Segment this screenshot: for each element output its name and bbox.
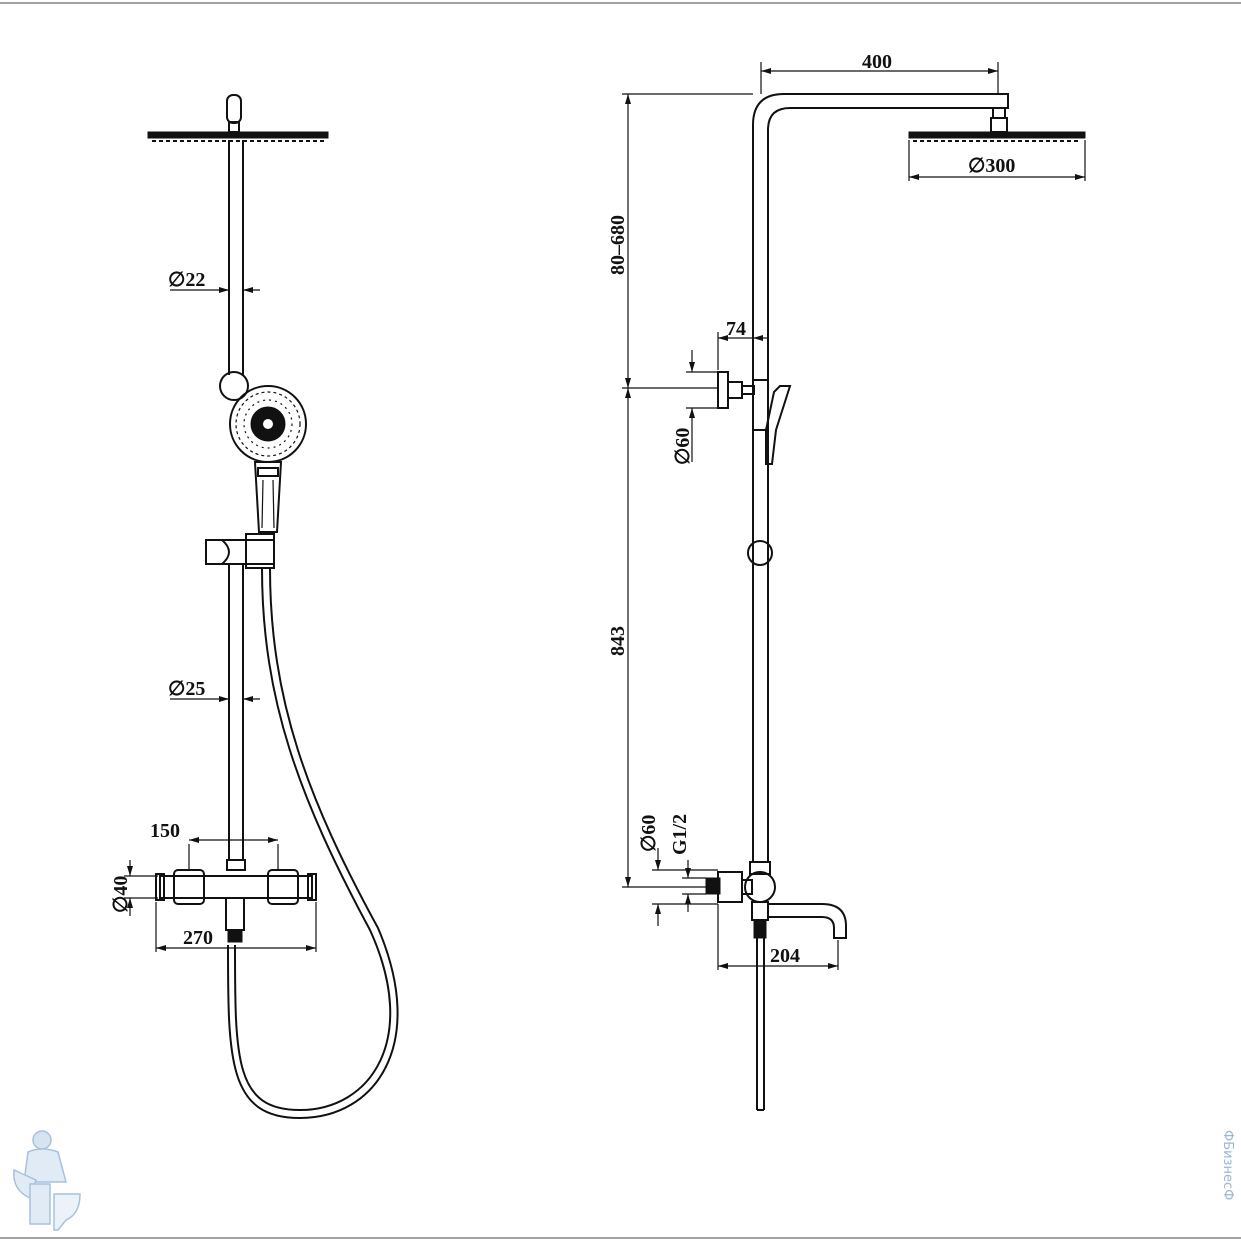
front-dim-rod-upper: ∅22 bbox=[168, 269, 205, 291]
side-dim-head-dia: ∅300 bbox=[968, 155, 1015, 177]
side-hand-shower bbox=[765, 385, 792, 465]
side-view: 400 ∅300 80–680 74 ∅60 843 ∅60 bbox=[607, 51, 1086, 1111]
hose bbox=[234, 567, 392, 1112]
side-dim-bracket-dia: ∅60 bbox=[672, 428, 694, 465]
top-cap bbox=[226, 94, 242, 124]
thermostatic-valve bbox=[159, 875, 313, 899]
front-dim-rod-lower: ∅25 bbox=[168, 678, 205, 700]
front-dim-valve-spacing: 150 bbox=[150, 820, 180, 842]
hand-shower-handle bbox=[253, 461, 283, 533]
side-dim-escutcheon-dia: ∅60 bbox=[638, 815, 660, 852]
front-view: ∅22 ∅25 150 ∅40 270 bbox=[110, 94, 399, 1120]
side-spout bbox=[768, 903, 847, 939]
slider-bracket bbox=[205, 539, 275, 565]
wall-holder bbox=[219, 371, 249, 401]
side-dim-rod-length: 843 bbox=[607, 626, 629, 656]
side-shower-head bbox=[908, 131, 1086, 139]
front-dim-valve-dia: ∅40 bbox=[110, 876, 132, 913]
front-shower-head bbox=[147, 131, 329, 139]
side-rod-ball bbox=[747, 540, 773, 566]
side-dim-height-range: 80–680 bbox=[607, 215, 629, 275]
watermark-logo bbox=[13, 1130, 81, 1231]
side-dim-bracket-offset: 74 bbox=[726, 318, 746, 340]
side-valve bbox=[744, 871, 776, 903]
watermark-text: ФБизнесФ bbox=[1220, 1130, 1235, 1200]
side-dim-arm-reach: 400 bbox=[862, 51, 892, 73]
side-wall-bracket bbox=[717, 371, 729, 409]
front-dim-valve-width: 270 bbox=[183, 927, 213, 949]
side-dim-spout-reach: 204 bbox=[770, 945, 800, 967]
side-dim-thread: G1/2 bbox=[669, 814, 691, 855]
